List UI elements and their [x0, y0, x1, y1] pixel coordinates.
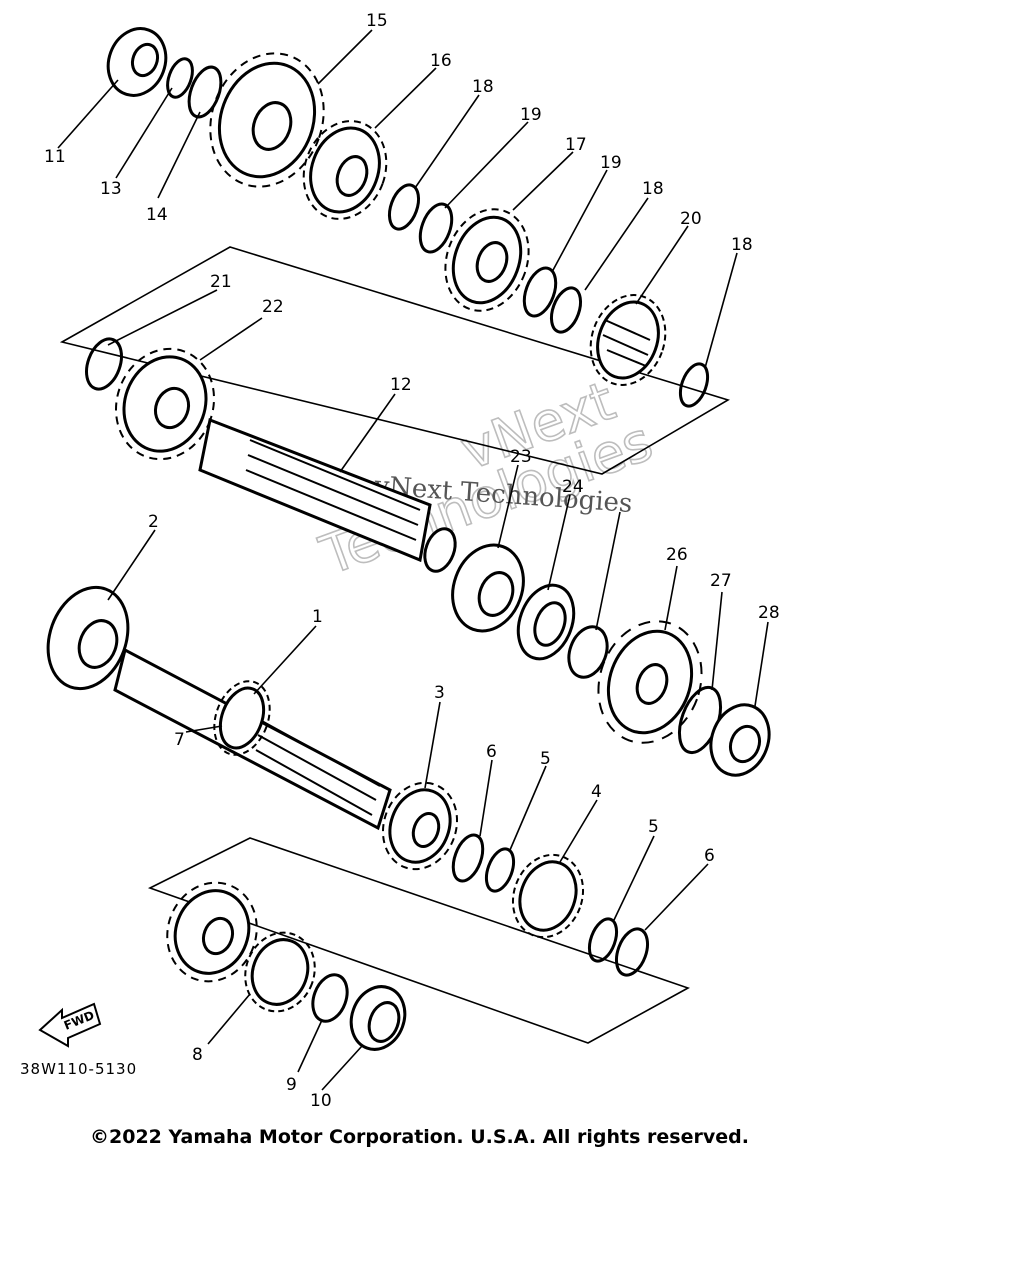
part-5-circlip-a [484, 847, 516, 893]
callout-4: 4 [591, 782, 602, 802]
part-13-washer [166, 57, 194, 99]
callout-20: 20 [680, 209, 702, 229]
part-6-washer-a [451, 833, 485, 883]
part-14-washer [187, 65, 223, 119]
callout-6: 6 [704, 846, 715, 866]
part-6-washer-b [614, 927, 650, 977]
part-19-washer-b [522, 266, 558, 318]
part-2-bearing [46, 585, 130, 691]
part-24-seal [516, 583, 576, 661]
part-18-circlip-b [549, 286, 583, 334]
part-1-gear [213, 680, 271, 756]
callout-12: 12 [390, 375, 412, 395]
part-18-circlip-c [678, 362, 710, 408]
callout-5: 5 [648, 817, 659, 837]
part-3-gear [381, 781, 459, 871]
part-9-washer [311, 973, 349, 1023]
part-18-circlip-a [387, 183, 421, 231]
part-11-bearing [106, 27, 168, 97]
callout-5: 5 [540, 749, 551, 769]
callout-21: 21 [210, 272, 232, 292]
callout-28: 28 [758, 603, 780, 623]
callout-3: 3 [434, 683, 445, 703]
part-5-circlip-b [587, 917, 619, 963]
callout-19: 19 [520, 105, 542, 125]
callout-22: 22 [262, 297, 284, 317]
part-19-washer-a [418, 202, 454, 254]
callout-6: 6 [486, 742, 497, 762]
part-15-gear [209, 52, 325, 188]
callout-7: 7 [174, 730, 185, 750]
part-17-gear [444, 208, 530, 312]
part-16-gear [302, 120, 388, 220]
part-10-bushing [349, 985, 407, 1051]
callout-11: 11 [44, 147, 66, 167]
lower-group-outline [147, 837, 690, 1044]
copyright-notice: ©2022 Yamaha Motor Corporation. U.S.A. A… [90, 1126, 749, 1148]
part-26-sprocket [597, 620, 703, 744]
callout-26: 26 [666, 545, 688, 565]
callout-2: 2 [148, 512, 159, 532]
part-8-gear [244, 931, 316, 1013]
callout-23: 23 [510, 447, 532, 467]
callout-19: 19 [600, 153, 622, 173]
callout-9: 9 [286, 1075, 297, 1095]
callout-8: 8 [192, 1045, 203, 1065]
callout-15: 15 [366, 11, 388, 31]
callout-labels: 15 16 18 19 17 19 18 20 18 11 13 14 21 2… [44, 11, 780, 1111]
leader-lines [57, 29, 769, 1091]
callout-13: 13 [100, 179, 122, 199]
part-4-gear [511, 853, 585, 939]
fwd-arrow-icon: FWD [38, 1002, 102, 1048]
callout-10: 10 [310, 1091, 332, 1111]
callout-18: 18 [472, 77, 494, 97]
callout-18: 18 [642, 179, 664, 199]
callout-27: 27 [710, 571, 732, 591]
drawing-code: 38W110-5130 [20, 1060, 137, 1078]
callout-1: 1 [312, 607, 323, 627]
callout-18: 18 [731, 235, 753, 255]
upper-group-outline [59, 246, 730, 475]
lower-gear-large [166, 881, 258, 983]
callout-24: 24 [562, 477, 584, 497]
callout-17: 17 [565, 135, 587, 155]
part-23-bearing [451, 543, 525, 633]
callout-16: 16 [430, 51, 452, 71]
part-20-gear [589, 294, 667, 386]
part-28-nut [709, 703, 771, 777]
part-12-shaft [198, 417, 457, 573]
part-21-washer [85, 337, 123, 391]
callout-14: 14 [146, 205, 168, 225]
